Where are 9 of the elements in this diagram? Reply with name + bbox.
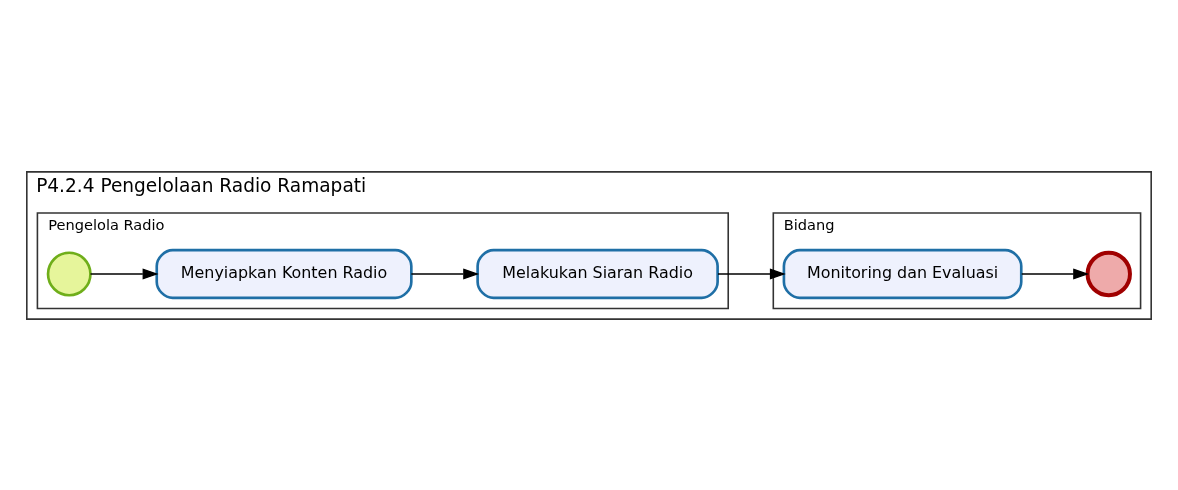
node-box: Melakukan Siaran Radio xyxy=(476,248,719,299)
node-circle xyxy=(1085,250,1132,297)
node-box: Monitoring dan Evaluasi xyxy=(782,248,1023,299)
node-circle xyxy=(46,250,92,297)
arrow xyxy=(410,267,480,280)
arrow xyxy=(717,267,786,280)
arrow xyxy=(89,267,159,280)
arrow xyxy=(1021,267,1090,280)
node-box: Menyiapkan Konten Radio xyxy=(155,248,413,299)
